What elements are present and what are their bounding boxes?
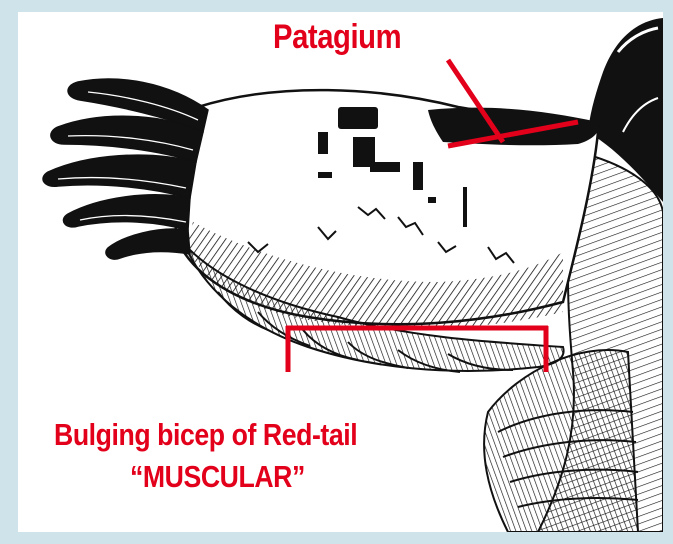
- patagium-shading: [428, 108, 599, 146]
- primary-feathers: [43, 79, 208, 259]
- hawk-wing-illustration: [18, 12, 663, 532]
- muscular-label: “MUSCULAR”: [130, 459, 305, 495]
- bicep-label: Bulging bicep of Red-tail: [54, 417, 357, 453]
- patagium-label: Patagium: [273, 18, 401, 57]
- diagram-panel: Patagium Bulging bicep of Red-tail “MUSC…: [18, 12, 663, 532]
